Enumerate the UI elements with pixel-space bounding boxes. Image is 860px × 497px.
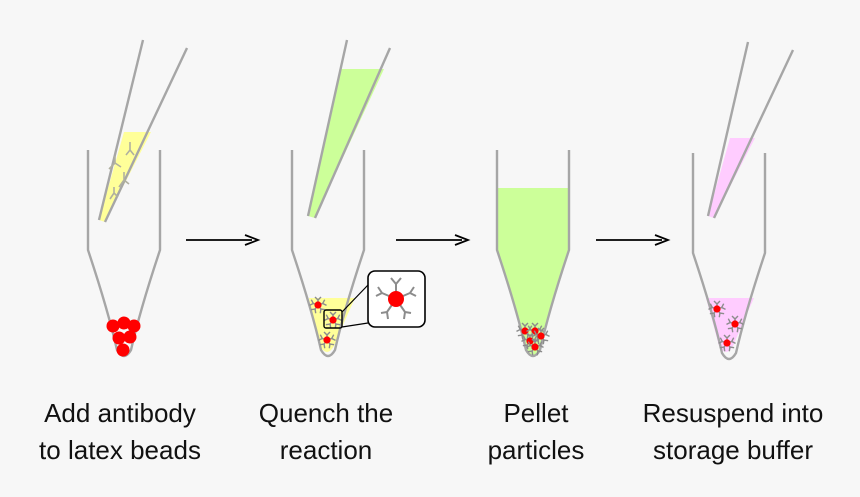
step-3-illustration bbox=[495, 150, 571, 358]
zoom-highlight-box bbox=[323, 309, 343, 329]
arrow-2 bbox=[396, 234, 471, 246]
pipette-tip-1 bbox=[97, 39, 189, 223]
step-2-illustration bbox=[290, 39, 426, 358]
step-1-caption: Add antibody to latex beads bbox=[10, 395, 230, 469]
tube-2-outline bbox=[290, 150, 366, 358]
arrow-3 bbox=[596, 234, 671, 246]
step-4-illustration bbox=[691, 41, 795, 361]
antibody-in-tip bbox=[108, 142, 135, 200]
step-1-illustration bbox=[86, 39, 189, 358]
step-1-caption-line-1: Add antibody bbox=[44, 398, 196, 428]
magnifier-inset bbox=[367, 270, 426, 328]
step-3-caption-line-2: particles bbox=[487, 435, 585, 465]
step-1-caption-line-2: to latex beads bbox=[39, 435, 201, 465]
pipette-tip-4 bbox=[706, 41, 795, 219]
step-2-caption: Quench the reaction bbox=[216, 395, 436, 469]
pipette-tip-2 bbox=[306, 39, 392, 219]
step-4-caption-line-1: Resuspend into bbox=[642, 398, 824, 428]
arrow-1 bbox=[186, 234, 261, 246]
tube-4-outline bbox=[691, 153, 767, 361]
step-4-caption: Resuspend into storage buffer bbox=[623, 395, 843, 469]
step-3-caption: Pellet particles bbox=[426, 395, 646, 469]
latex-beads bbox=[106, 316, 141, 357]
step-3-caption-line-1: Pellet bbox=[503, 398, 569, 428]
step-4-caption-line-2: storage buffer bbox=[653, 435, 813, 465]
tube-3-outline bbox=[495, 150, 571, 358]
tube-3-green-liquid bbox=[497, 188, 568, 356]
step-2-caption-line-2: reaction bbox=[279, 435, 373, 465]
step-2-caption-line-1: Quench the bbox=[258, 398, 394, 428]
